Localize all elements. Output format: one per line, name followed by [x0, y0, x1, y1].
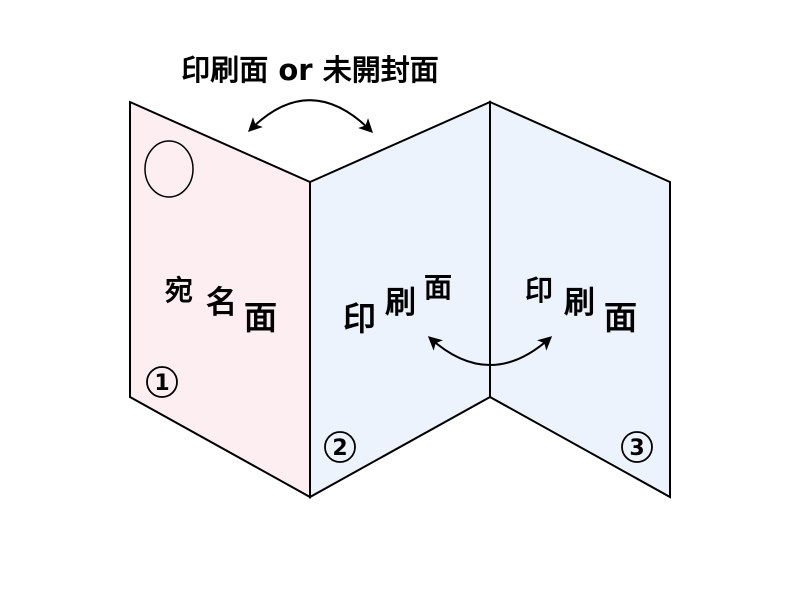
- panel-2-number: 2: [332, 436, 347, 461]
- panel-2: 印 刷 面 2: [309, 100, 491, 499]
- panel-1-number-circle: [146, 366, 178, 398]
- panel-3: 印 刷 面 3: [489, 100, 671, 499]
- panel-1-number: 1: [154, 371, 169, 396]
- panel-1: 宛 名 面 1: [129, 100, 311, 499]
- diagram-title: 印刷面 or 未開封面: [181, 53, 438, 87]
- panel-3-number-circle: [621, 431, 653, 463]
- panel-1-char-3: 面: [244, 298, 277, 337]
- stamp-circle: [144, 140, 194, 198]
- top-double-arrow-icon: [248, 99, 373, 133]
- panel-1-char-1: 宛: [165, 274, 193, 307]
- panel-3-number: 3: [629, 436, 644, 461]
- panel-1-char-2: 名: [206, 285, 237, 321]
- panel-2-char-1: 印: [343, 299, 376, 338]
- panel-3-char-2: 刷: [564, 285, 595, 321]
- panel-2-char-2: 刷: [385, 285, 416, 321]
- panel-2-number-circle: [324, 431, 356, 463]
- panel-3-char-3: 面: [604, 298, 637, 337]
- panel-3-char-1: 印: [525, 274, 553, 307]
- middle-double-arrow-icon: [427, 336, 553, 366]
- panel-2-char-3: 面: [424, 271, 452, 304]
- panel-3-face: [489, 100, 671, 499]
